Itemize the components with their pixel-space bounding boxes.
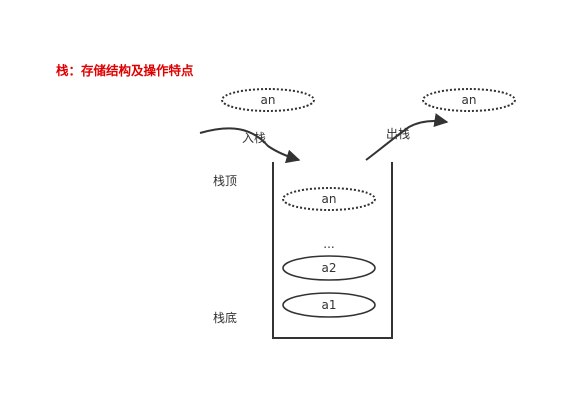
incoming-element-label: an [260,93,276,107]
stack-bottom-label: 栈底 [213,311,238,325]
stack-top-element-ellipse [282,187,376,211]
stack-top-label: 栈顶 [213,174,238,188]
ellipsis-label: ... [323,237,335,251]
diagram-title: 栈：存储结构及操作特点 [56,63,194,78]
push-arrow [199,127,301,164]
stack-element-a2-ellipse [282,255,376,281]
push-label: 入栈 [242,131,267,145]
pop-arrow [365,113,449,161]
stack-container [272,162,393,339]
stack-top-element-label: an [321,192,337,206]
incoming-element-ellipse [221,88,315,112]
outgoing-element-label: an [461,93,477,107]
pop-label: 出栈 [386,127,411,141]
outgoing-element-ellipse [422,88,516,112]
stack-element-a2-label: a2 [321,261,337,275]
stack-element-a1-label: a1 [321,298,337,312]
stack-element-a1-ellipse [282,292,376,318]
